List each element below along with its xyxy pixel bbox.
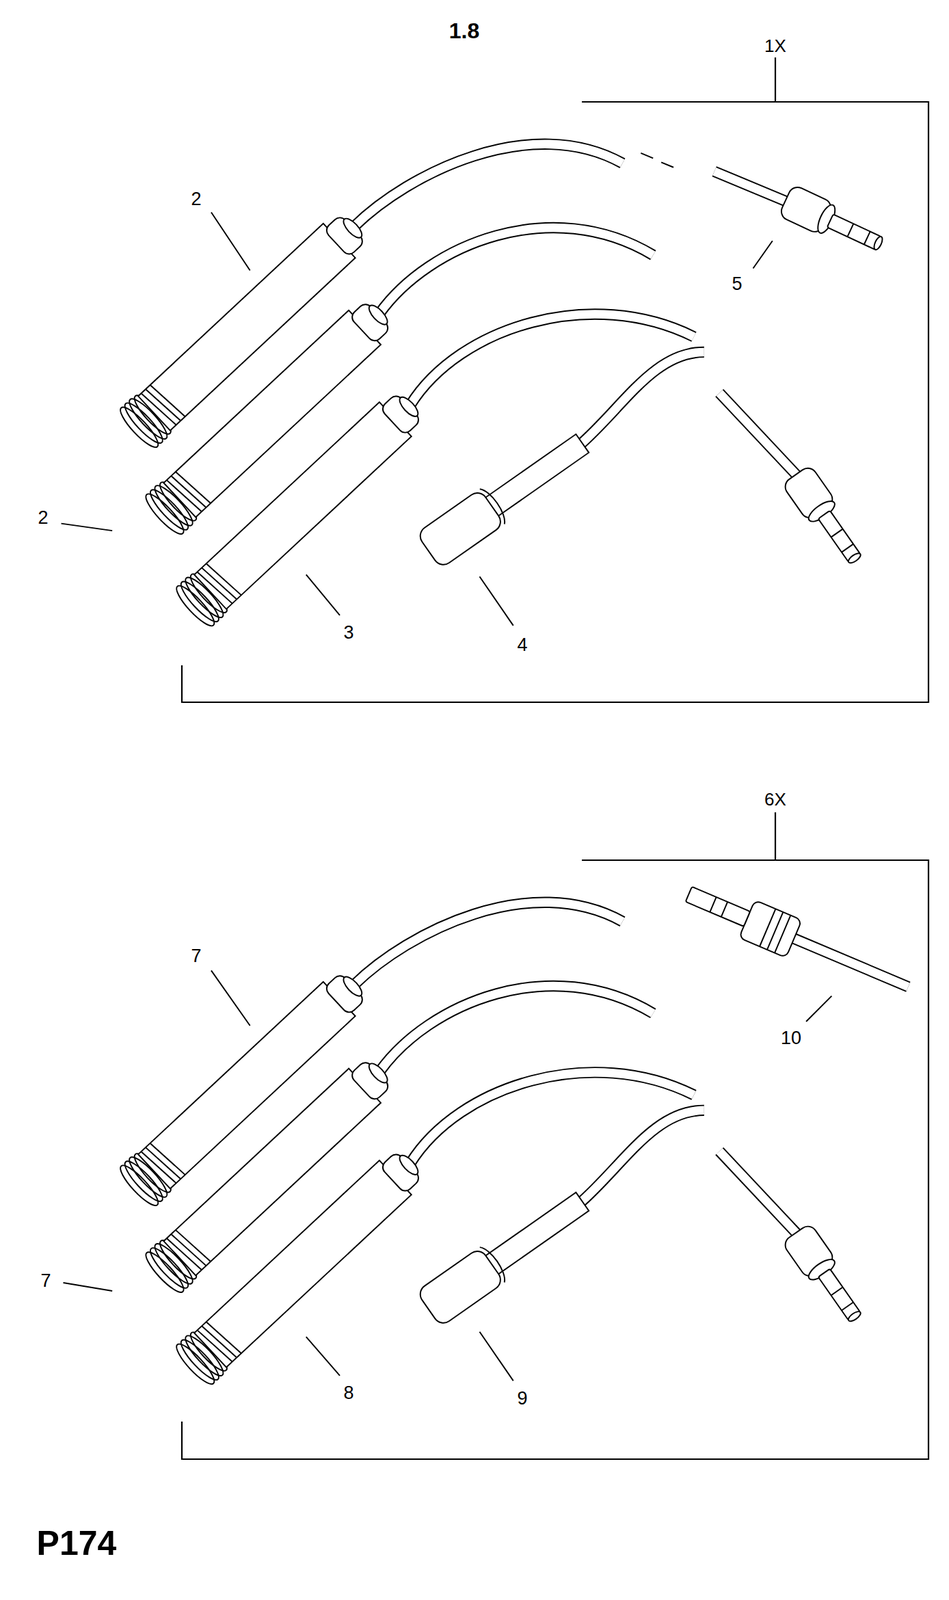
callout-number: 7 [189, 946, 203, 967]
callout-number: 5 [730, 274, 744, 294]
engine-size: 1.8 [447, 19, 481, 43]
callout-number: 3 [341, 622, 355, 643]
callout-number: 9 [515, 1388, 529, 1409]
callout-number: 10 [779, 1028, 803, 1049]
lead-set-bottom [116, 902, 872, 1389]
callout-number: 8 [341, 1383, 355, 1403]
callout-number: 2 [36, 508, 50, 528]
lead-set-top [116, 144, 872, 631]
quantity-mark: 1X [763, 36, 788, 56]
quantity-mark: 6X [763, 789, 788, 809]
callout-number: 4 [515, 635, 529, 656]
callout-number: 7 [38, 1271, 52, 1291]
callout-number: 2 [189, 189, 203, 210]
group-bracket [181, 812, 929, 1460]
group-bracket [181, 57, 929, 703]
page-code: P174 [35, 1525, 119, 1561]
leader-lines [61, 211, 833, 1381]
